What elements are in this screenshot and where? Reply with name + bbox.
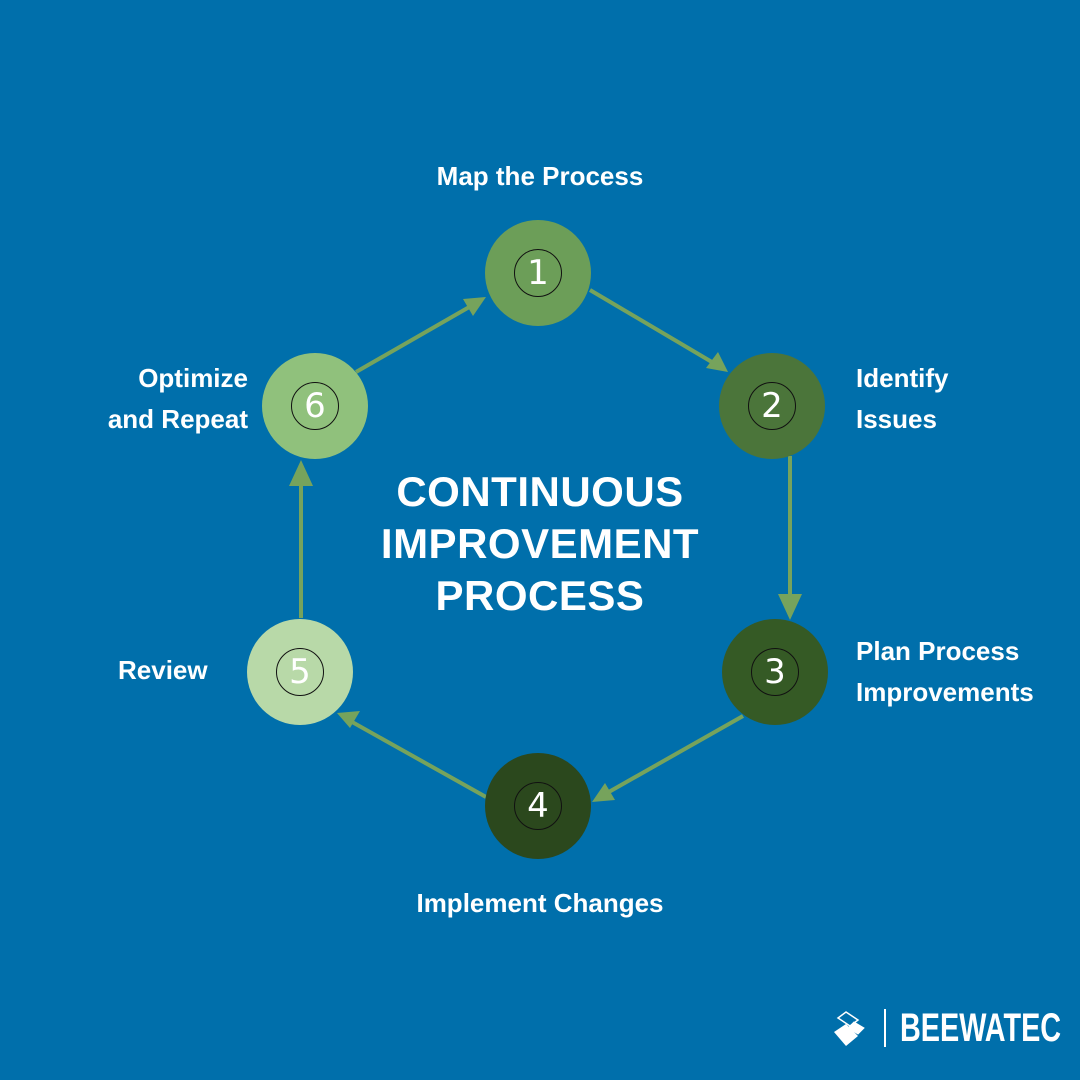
step-6-circle: 6 [262,353,368,459]
step-number: 4 [514,782,562,830]
title-line: PROCESS [435,572,645,619]
step-number: 5 [276,648,324,696]
step-number: 6 [291,382,339,430]
arrow-6-to-1 [355,300,479,374]
arrow-4-to-5 [344,716,487,799]
step-5-circle: 5 [247,619,353,725]
step-4-circle: 4 [485,753,591,859]
step-6-label-line: and Repeat [107,404,248,434]
diagram-title: CONTINUOUS IMPROVEMENT PROCESS [381,466,699,622]
step-number: 2 [748,382,796,430]
step-2-label: Identify Issues [856,358,948,440]
step-number: 3 [751,648,799,696]
beewatec-logo: BEEWATEC [832,1006,1080,1050]
title-line: IMPROVEMENT [380,520,700,567]
title-line: CONTINUOUS [396,468,684,515]
beewatec-diamond-logo-icon [834,1011,865,1046]
step-3-label-line: Plan Process [856,636,1020,666]
step-6-label-line: Optimize [138,363,248,393]
step-3-circle: 3 [722,619,828,725]
arrow-1-to-2 [588,288,724,370]
logo-divider [884,1009,886,1047]
step-2-label-line: Issues [856,404,937,434]
step-4-label: Implement Changes [416,888,664,918]
step-1-label: Map the Process [436,161,644,191]
step-1-circle: 1 [485,220,591,326]
step-number: 1 [514,249,562,297]
step-6-label: Optimize and Repeat [108,358,248,440]
step-3-label: Plan Process Improvements [856,631,1034,713]
arrow-3-to-4 [599,714,744,799]
brand-name: BEEWATEC [900,1005,1062,1050]
step-2-circle: 2 [719,353,825,459]
step-3-label-line: Improvements [856,677,1034,707]
step-2-label-line: Identify [856,363,949,393]
step-5-label: Review [118,655,208,685]
